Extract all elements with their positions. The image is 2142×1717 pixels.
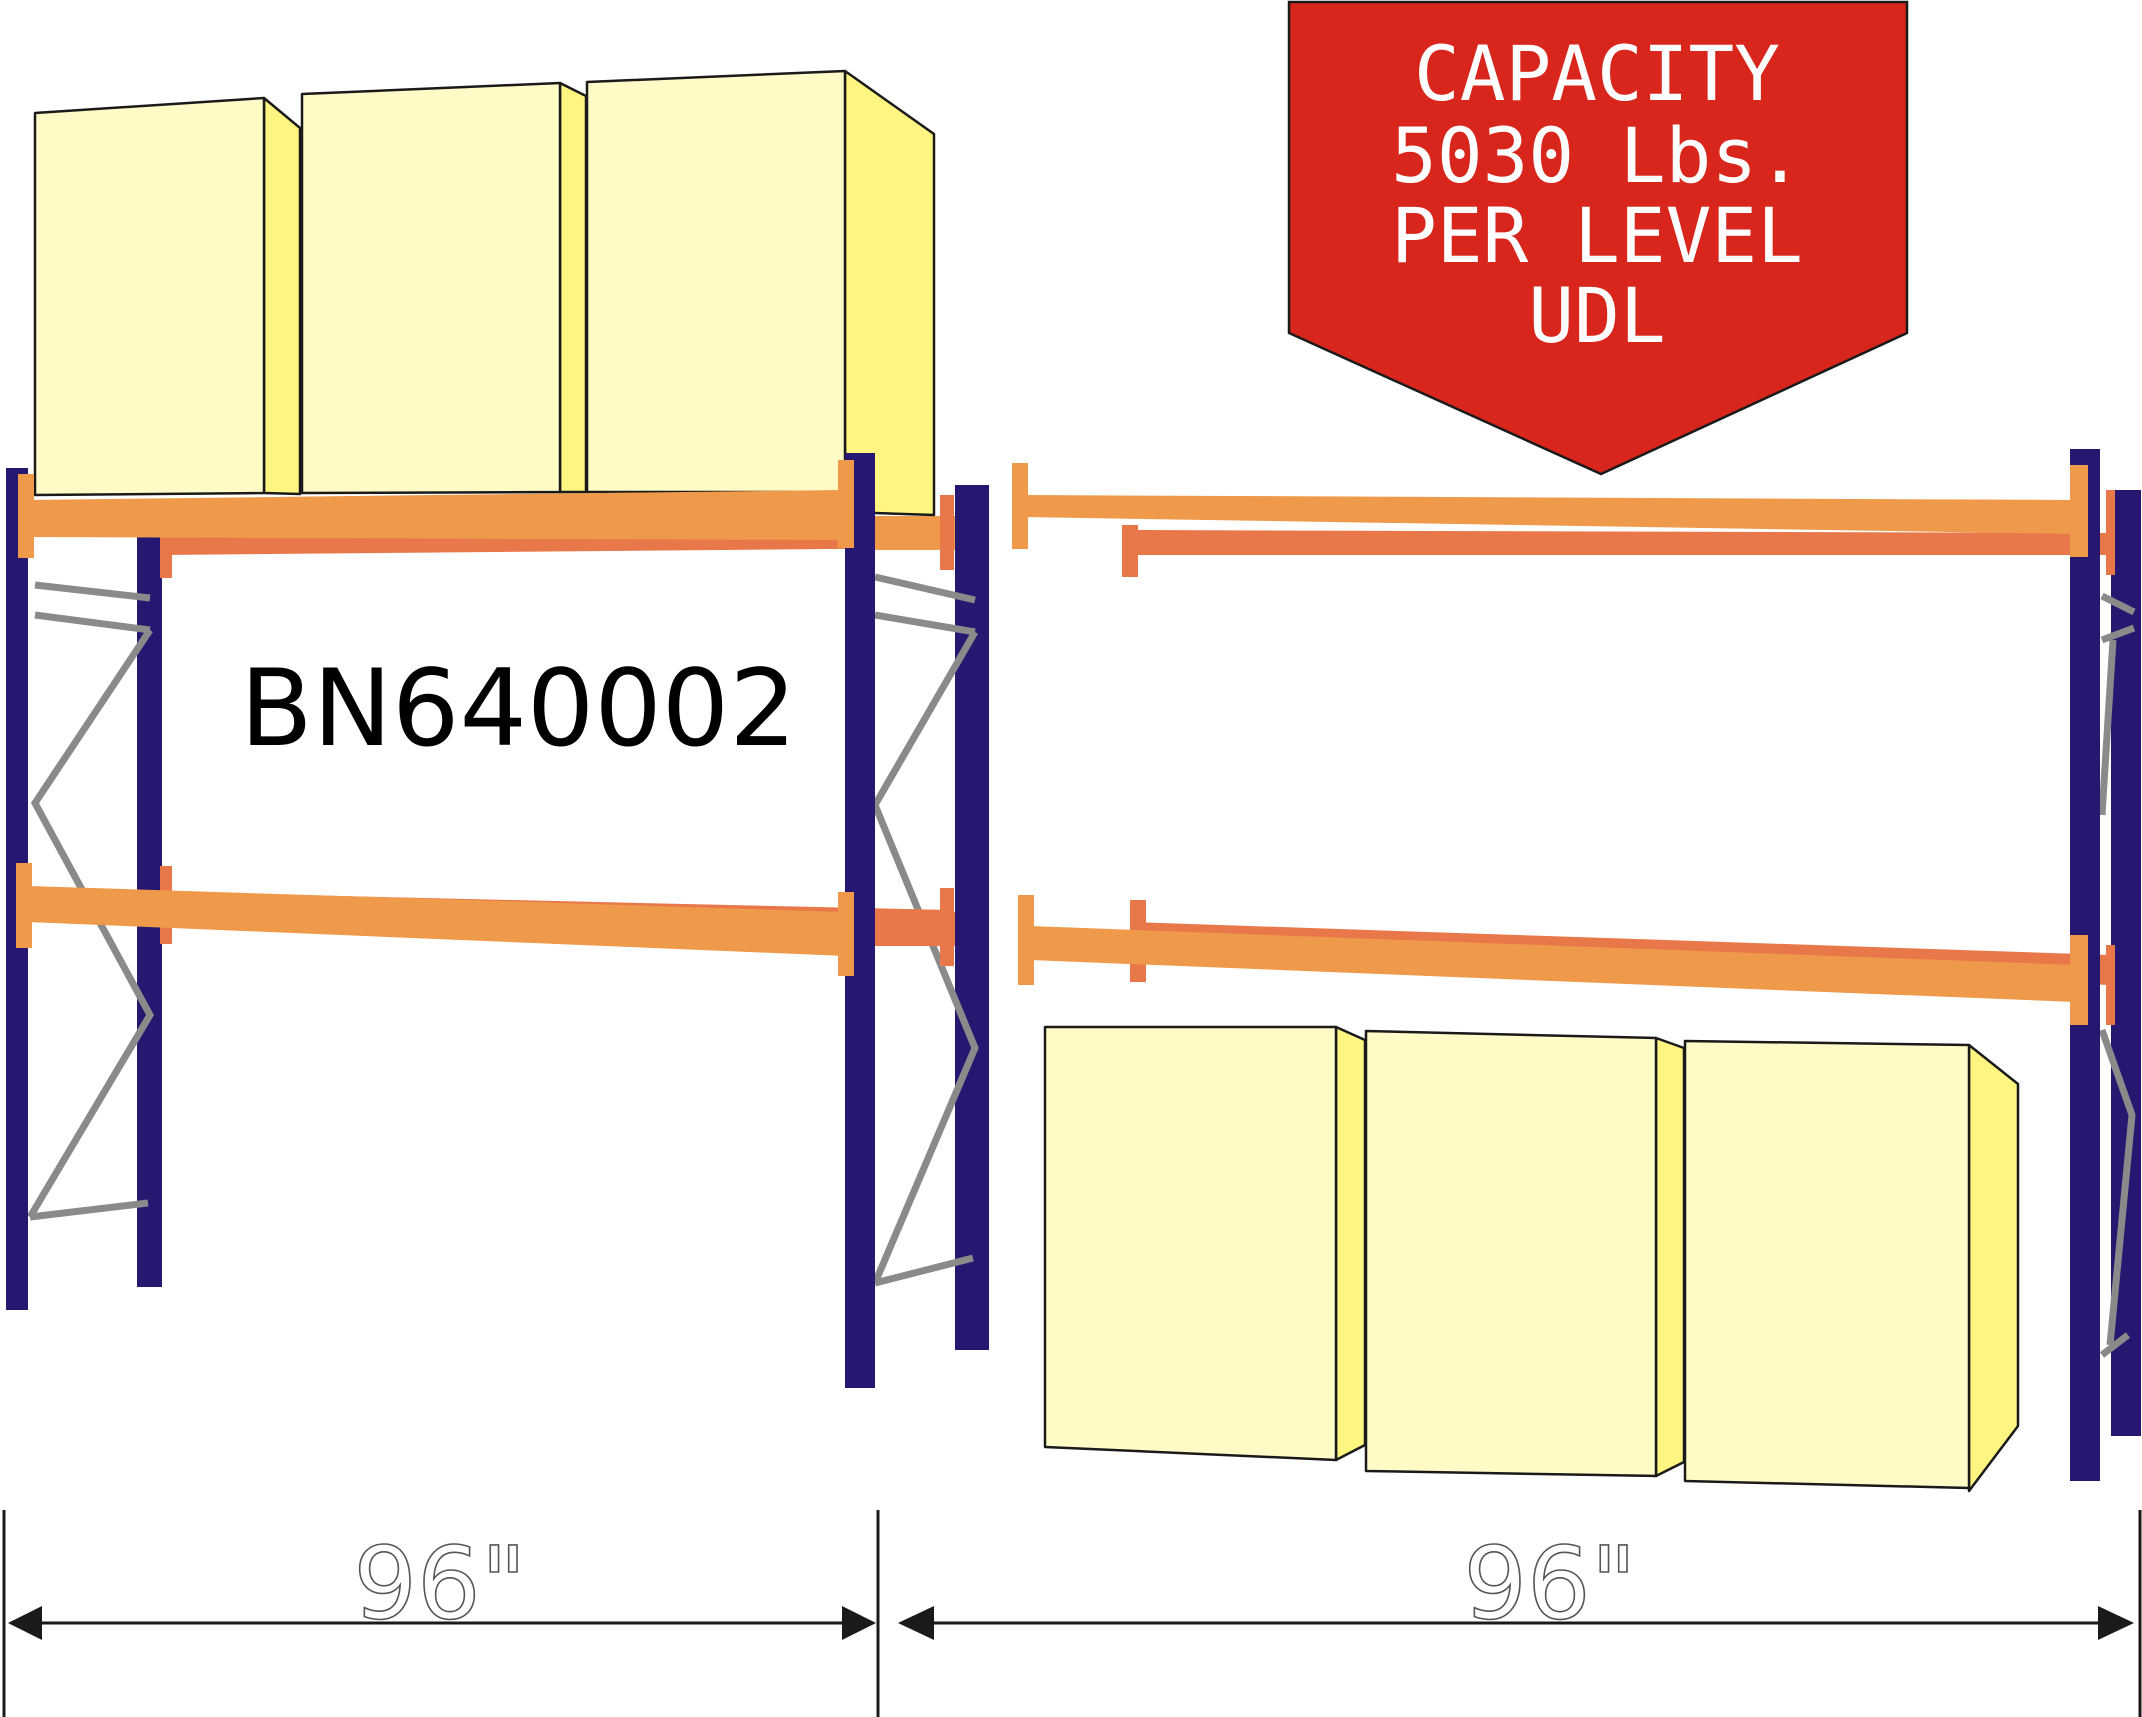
arrowhead-left-icon bbox=[898, 1606, 934, 1640]
box-top-3 bbox=[585, 69, 936, 517]
back-upright-mid bbox=[955, 485, 989, 1350]
dimension-label-left: 96" bbox=[353, 1525, 526, 1642]
beam-clip bbox=[1012, 463, 1028, 549]
front-beam-top bbox=[28, 490, 845, 540]
capacity-line-2: 5030 Lbs. bbox=[1391, 111, 1803, 200]
box-top-2 bbox=[300, 81, 588, 495]
capacity-line-4: UDL bbox=[1528, 271, 1665, 360]
arrowhead-right-icon bbox=[842, 1606, 876, 1640]
beam-clip bbox=[2106, 945, 2115, 1025]
box-side bbox=[1334, 1025, 1367, 1462]
beam-clip bbox=[940, 495, 954, 570]
beam-clip bbox=[838, 892, 854, 976]
capacity-sign-shape bbox=[1287, 0, 1909, 476]
dimension-label-right: 96" bbox=[1463, 1525, 1636, 1642]
box-bottom-3 bbox=[1683, 1039, 2020, 1493]
box-front bbox=[33, 96, 266, 497]
front-beam-bottom bbox=[28, 886, 845, 956]
box-side bbox=[1654, 1036, 1686, 1478]
beam-clip bbox=[2070, 935, 2088, 1025]
box-front bbox=[300, 81, 562, 495]
beam-clip bbox=[1018, 895, 1034, 985]
arrowhead-right-icon bbox=[2098, 1606, 2134, 1640]
beam-clip bbox=[838, 460, 854, 548]
beam-clip bbox=[160, 528, 172, 578]
box-side bbox=[262, 96, 302, 496]
arrowhead-left-icon bbox=[8, 1606, 42, 1640]
beam-clip bbox=[1122, 525, 1138, 577]
frame-bracing-right bbox=[2098, 592, 2136, 1358]
capacity-line-1: CAPACITY bbox=[1414, 29, 1780, 118]
box-front bbox=[1043, 1025, 1338, 1462]
box-front bbox=[1364, 1029, 1658, 1478]
beam-clip bbox=[2070, 465, 2088, 557]
box-front bbox=[585, 69, 847, 494]
box-side bbox=[1967, 1043, 2020, 1493]
rack-code-label: BN640002 bbox=[240, 647, 797, 770]
beam-clip bbox=[16, 863, 32, 948]
front-beam-top bbox=[1022, 495, 2075, 534]
box-side bbox=[558, 81, 588, 494]
front-beam-bottom bbox=[1030, 926, 2075, 1002]
beam-clip bbox=[2106, 490, 2115, 575]
dimension-left: 96" bbox=[8, 1524, 876, 1643]
beam-clip bbox=[940, 888, 954, 966]
box-side bbox=[843, 69, 936, 517]
left-bay: BN640002 bbox=[6, 69, 989, 1388]
dimension-lines: 96" 96" bbox=[2, 1510, 2142, 1717]
dimension-right: 96" bbox=[898, 1524, 2134, 1643]
right-bay bbox=[1012, 449, 2141, 1493]
beam-clip bbox=[18, 474, 34, 558]
capacity-line-3: PER LEVEL bbox=[1391, 191, 1803, 280]
box-bottom-2 bbox=[1364, 1029, 1686, 1478]
box-bottom-1 bbox=[1043, 1025, 1367, 1462]
box-front bbox=[1683, 1039, 1971, 1490]
box-top-1 bbox=[33, 96, 302, 497]
back-beam-top bbox=[1125, 530, 2110, 555]
capacity-sign: CAPACITY 5030 Lbs. PER LEVEL UDL bbox=[1287, 0, 1909, 476]
